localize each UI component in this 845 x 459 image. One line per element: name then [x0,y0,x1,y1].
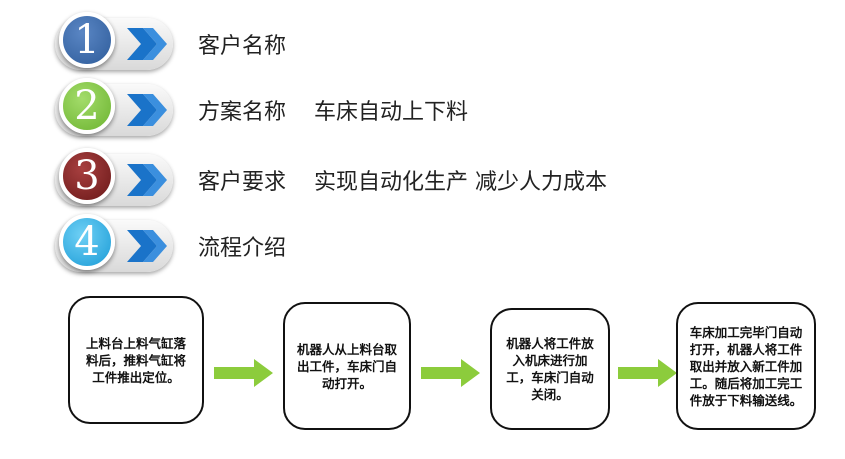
item-row-3: 3 客户要求 实现自动化生产 减少人力成本 [55,148,755,210]
chevron-right-icon [127,94,167,126]
item-row-2: 2 方案名称 车床自动上下料 [55,78,755,140]
arrow-right-icon [618,359,677,387]
item-label: 流程介绍 [198,236,287,261]
number-badge: 3 [59,148,115,204]
flow-step-3: 机器人将工件放入机床进行加工，车床门自动关闭。 [490,308,610,430]
item-row-4: 4 流程介绍 [55,214,755,276]
item-detail: 实现自动化生产 减少人力成本 [314,170,608,195]
item-detail: 车床自动上下料 [314,100,469,125]
flow-step-2: 机器人从上料台取出工件，车床门自动打开。 [283,302,411,430]
arrow-right-icon [421,359,480,387]
chevron-right-icon [127,230,167,262]
chevron-right-icon [127,28,167,60]
number-badge: 1 [59,12,115,68]
item-label: 方案名称 [198,100,287,125]
number-badge: 2 [59,78,115,134]
chevron-right-icon [127,164,167,196]
number-badge: 4 [59,214,115,270]
item-label: 客户名称 [198,34,287,59]
flow-step-1: 上料台上料气缸落料后，推料气缸将工件推出定位。 [68,296,204,424]
flow-step-4: 车床加工完毕门自动打开，机器人将工件取出并放入新工件加工。随后将加工完工件放于下… [676,302,816,430]
item-row-1: 1 客户名称 [55,12,755,74]
arrow-right-icon [214,359,273,387]
item-label: 客户要求 [198,170,287,195]
